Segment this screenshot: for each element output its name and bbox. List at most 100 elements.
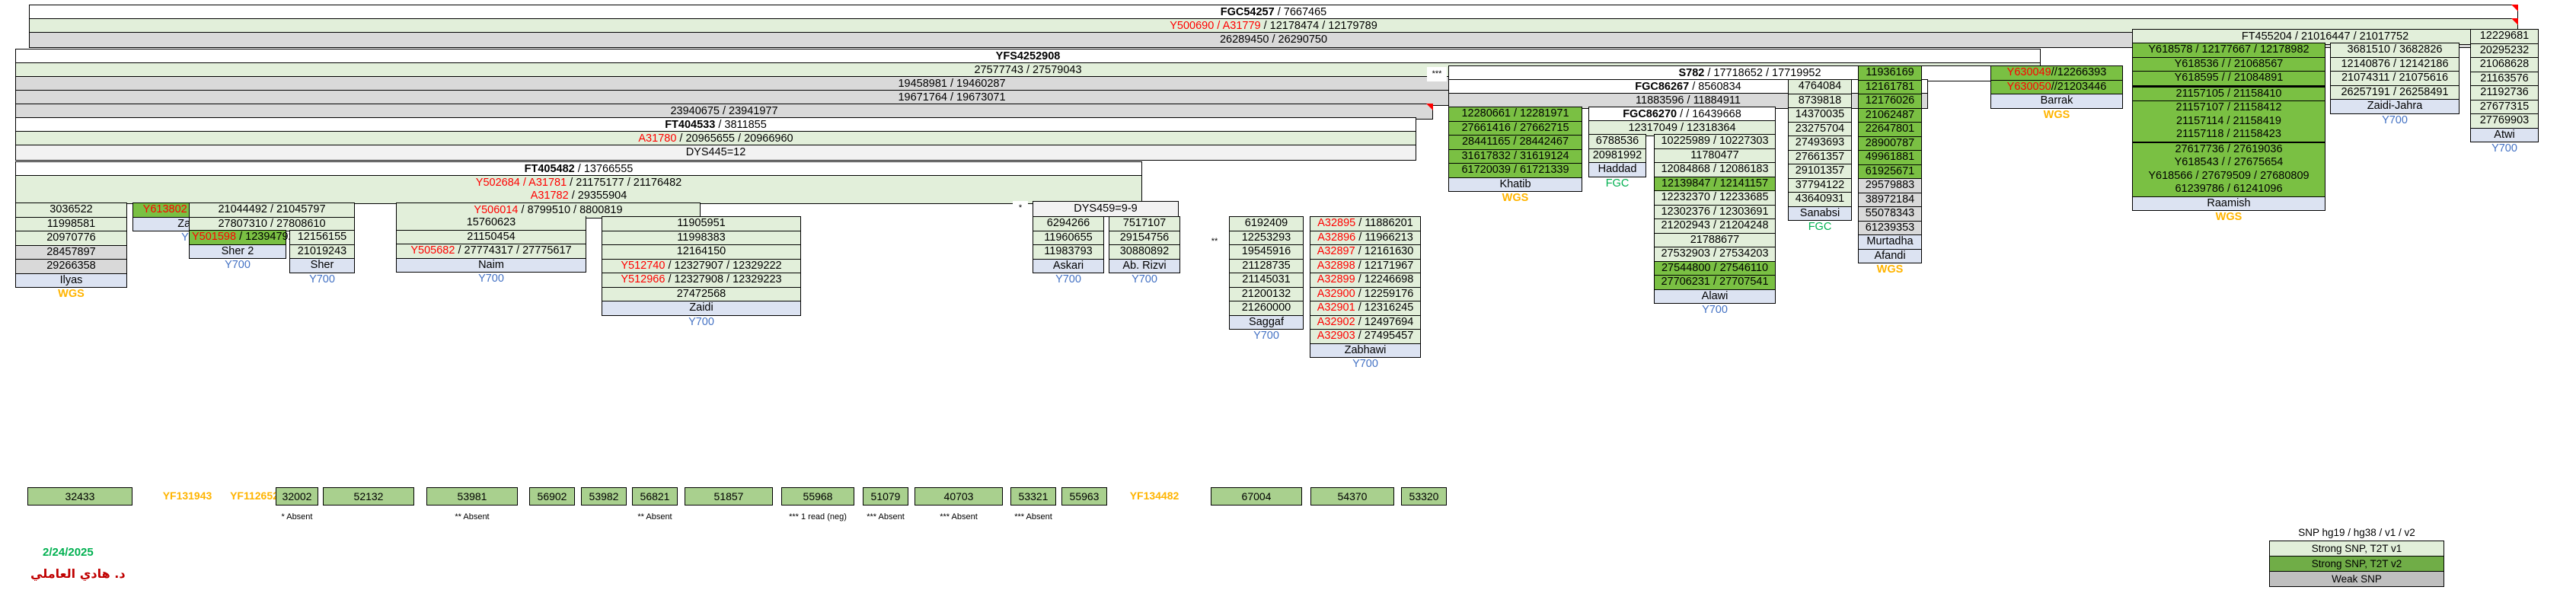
- snp-value: 12164150: [602, 245, 801, 260]
- test-type: Y700: [1352, 358, 1378, 370]
- footnote-marker-triple: ***: [1427, 67, 1447, 81]
- branch-raamish: Y618578 / 12177667 / 12178982 Y618536 / …: [2132, 43, 2325, 225]
- snp-value: 27544800 / 27546110: [1654, 261, 1776, 276]
- snp-alt-name: A31781: [528, 177, 567, 189]
- snp-value: 11983793: [1033, 245, 1104, 260]
- chip-56902[interactable]: 56902: [529, 487, 575, 506]
- chip-yf112652[interactable]: YF112652: [218, 487, 291, 504]
- snp-value: 21062487: [1858, 108, 1922, 123]
- chip-note: ** Absent: [455, 512, 490, 521]
- snp-positions: / 12161630: [1355, 245, 1414, 257]
- snp-value-boxed: 21157118 / 21158423: [2132, 128, 2325, 143]
- snp-value: 29154756: [1109, 231, 1180, 245]
- branch-sher-shared: 21044492 / 21045797 27807310 / 27808610: [189, 203, 355, 231]
- snp-value: 21788677: [1654, 233, 1776, 247]
- branch-haddad: 6788536 20981992 Haddad FGC: [1588, 134, 1646, 190]
- chip-52132[interactable]: 52132: [323, 487, 414, 506]
- branch-label: Zaidi: [602, 301, 801, 316]
- trunk-row-26289450: 26289450 / 26290750: [29, 32, 2518, 48]
- test-type: WGS: [58, 288, 85, 300]
- branch-ilyas: 3036522 11998581 20970776 28457897 29266…: [15, 203, 127, 301]
- snp-value: Y618595 / / 21084891: [2132, 72, 2325, 86]
- snp-value: 28457897: [15, 245, 127, 260]
- chip-note: *** 1 read (neg): [789, 512, 847, 521]
- chip-32002[interactable]: 32002: [276, 487, 318, 506]
- snp-name: A32899: [1317, 273, 1355, 285]
- snp-value: 27807310 / 27808610: [189, 217, 355, 231]
- branch-label: Haddad: [1588, 163, 1646, 177]
- snp-name: FGC86267: [1635, 81, 1690, 93]
- snp-value: 20981992: [1588, 148, 1646, 163]
- sep: /: [519, 177, 529, 189]
- snp-value: A32897 / 12161630: [1310, 245, 1421, 260]
- snp-value: 21068628: [2470, 58, 2539, 72]
- chip-yf131943[interactable]: YF131943: [151, 487, 224, 504]
- branch-label: Saggaf: [1229, 315, 1304, 330]
- chip-note: *** Absent: [940, 512, 978, 521]
- chip-67004[interactable]: 67004: [1211, 487, 1302, 506]
- snp-value: 12084868 / 12086183: [1654, 163, 1776, 177]
- snp-value: 37794122: [1788, 178, 1852, 193]
- snp-positions: / 12497694: [1355, 315, 1414, 328]
- snp-value: 27677315: [2470, 100, 2539, 114]
- branch-barrak: Y630049//12266393 Y630050//21203446 Barr…: [1990, 65, 2123, 122]
- snp-positions: / 21175177 / 21176482: [567, 177, 682, 189]
- snp-value: A32896 / 11966213: [1310, 231, 1421, 245]
- snp-value: 27661357: [1788, 150, 1852, 164]
- snp-value: 4764084: [1788, 79, 1852, 94]
- snp-positions: / 21016447 / 21017752: [2291, 30, 2409, 43]
- chip-55963[interactable]: 55963: [1061, 487, 1107, 506]
- snp-value: Y618543 / / 27675654: [2132, 156, 2325, 170]
- snp-value: 15760623: [396, 216, 586, 231]
- test-type: FGC: [1808, 221, 1832, 233]
- branch-saggaf: 6192409 12253293 19545916 21128735 21145…: [1229, 216, 1304, 343]
- snp-name: Y500690: [1170, 20, 1215, 32]
- snp-name: A31780: [638, 132, 677, 145]
- chip-55968[interactable]: 55968: [781, 487, 854, 506]
- chip-40703[interactable]: 40703: [915, 487, 1003, 506]
- snp-value-boxed: 21157105 / 21158410: [2132, 85, 2325, 101]
- snp-value: 21192736: [2470, 86, 2539, 100]
- snp-value: 6294266: [1033, 216, 1104, 231]
- chip-51857[interactable]: 51857: [685, 487, 773, 506]
- chip-32433[interactable]: 32433: [27, 487, 132, 506]
- snp-positions: / 7667465: [1274, 6, 1327, 18]
- snp-name: FGC54257: [1220, 6, 1275, 18]
- branch-zabhawi: A32895 / 11886201 A32896 / 11966213 A328…: [1310, 216, 1421, 372]
- chip-yf134482[interactable]: YF134482: [1118, 487, 1191, 504]
- chip-56821[interactable]: 56821: [632, 487, 678, 506]
- snp-value: 28900787: [1858, 136, 1922, 151]
- snp-value: 27472568: [602, 287, 801, 301]
- chip-53982[interactable]: 53982: [581, 487, 627, 506]
- chip-54370[interactable]: 54370: [1310, 487, 1394, 506]
- branch-label: Naim: [396, 258, 586, 273]
- snp-value: 3036522: [15, 203, 127, 218]
- branch-askari: 6294266 11960655 11983793 Askari Y700: [1033, 216, 1104, 287]
- snp-value-boxed: 21157114 / 21158419: [2132, 114, 2325, 128]
- snp-value: 21044492 / 21045797: [189, 203, 355, 218]
- chip-53320[interactable]: 53320: [1401, 487, 1447, 506]
- legend-label: Strong SNP, T2T v2: [2311, 558, 2402, 569]
- chip-53321[interactable]: 53321: [1010, 487, 1056, 506]
- legend-item-strong-v1: Strong SNP, T2T v1: [2269, 541, 2444, 557]
- branch-sanabsi: 4764084 8739818 14370035 23275704 274936…: [1788, 79, 1852, 234]
- dys459-header: DYS459=9-9: [1033, 201, 1179, 217]
- snp-value: 61925671: [1858, 164, 1922, 179]
- snp-value: A32902 / 12497694: [1310, 315, 1421, 330]
- chip-51079[interactable]: 51079: [863, 487, 908, 506]
- snp-positions: / 20965655 / 20966960: [676, 132, 793, 145]
- snp-name: Y512966: [621, 273, 666, 285]
- chart-author: د. هادي العاملي: [30, 566, 126, 581]
- snp-value: 21200132: [1229, 287, 1304, 301]
- chip-note: ** Absent: [637, 512, 672, 521]
- footnote-marker-single: *: [1013, 201, 1028, 215]
- snp-value: 10225989 / 10227303: [1654, 134, 1776, 149]
- chip-53981[interactable]: 53981: [426, 487, 518, 506]
- snp-value: 21019243: [289, 244, 355, 259]
- snp-value: 12176026: [1858, 94, 1922, 109]
- test-type: Y700: [1132, 273, 1157, 285]
- chip-note: *** Absent: [1014, 512, 1052, 521]
- snp-value: 11998383: [602, 231, 801, 245]
- snp-name: Y506014: [474, 204, 519, 216]
- trunk-row-yfs4252908: YFS4252908: [15, 49, 2041, 65]
